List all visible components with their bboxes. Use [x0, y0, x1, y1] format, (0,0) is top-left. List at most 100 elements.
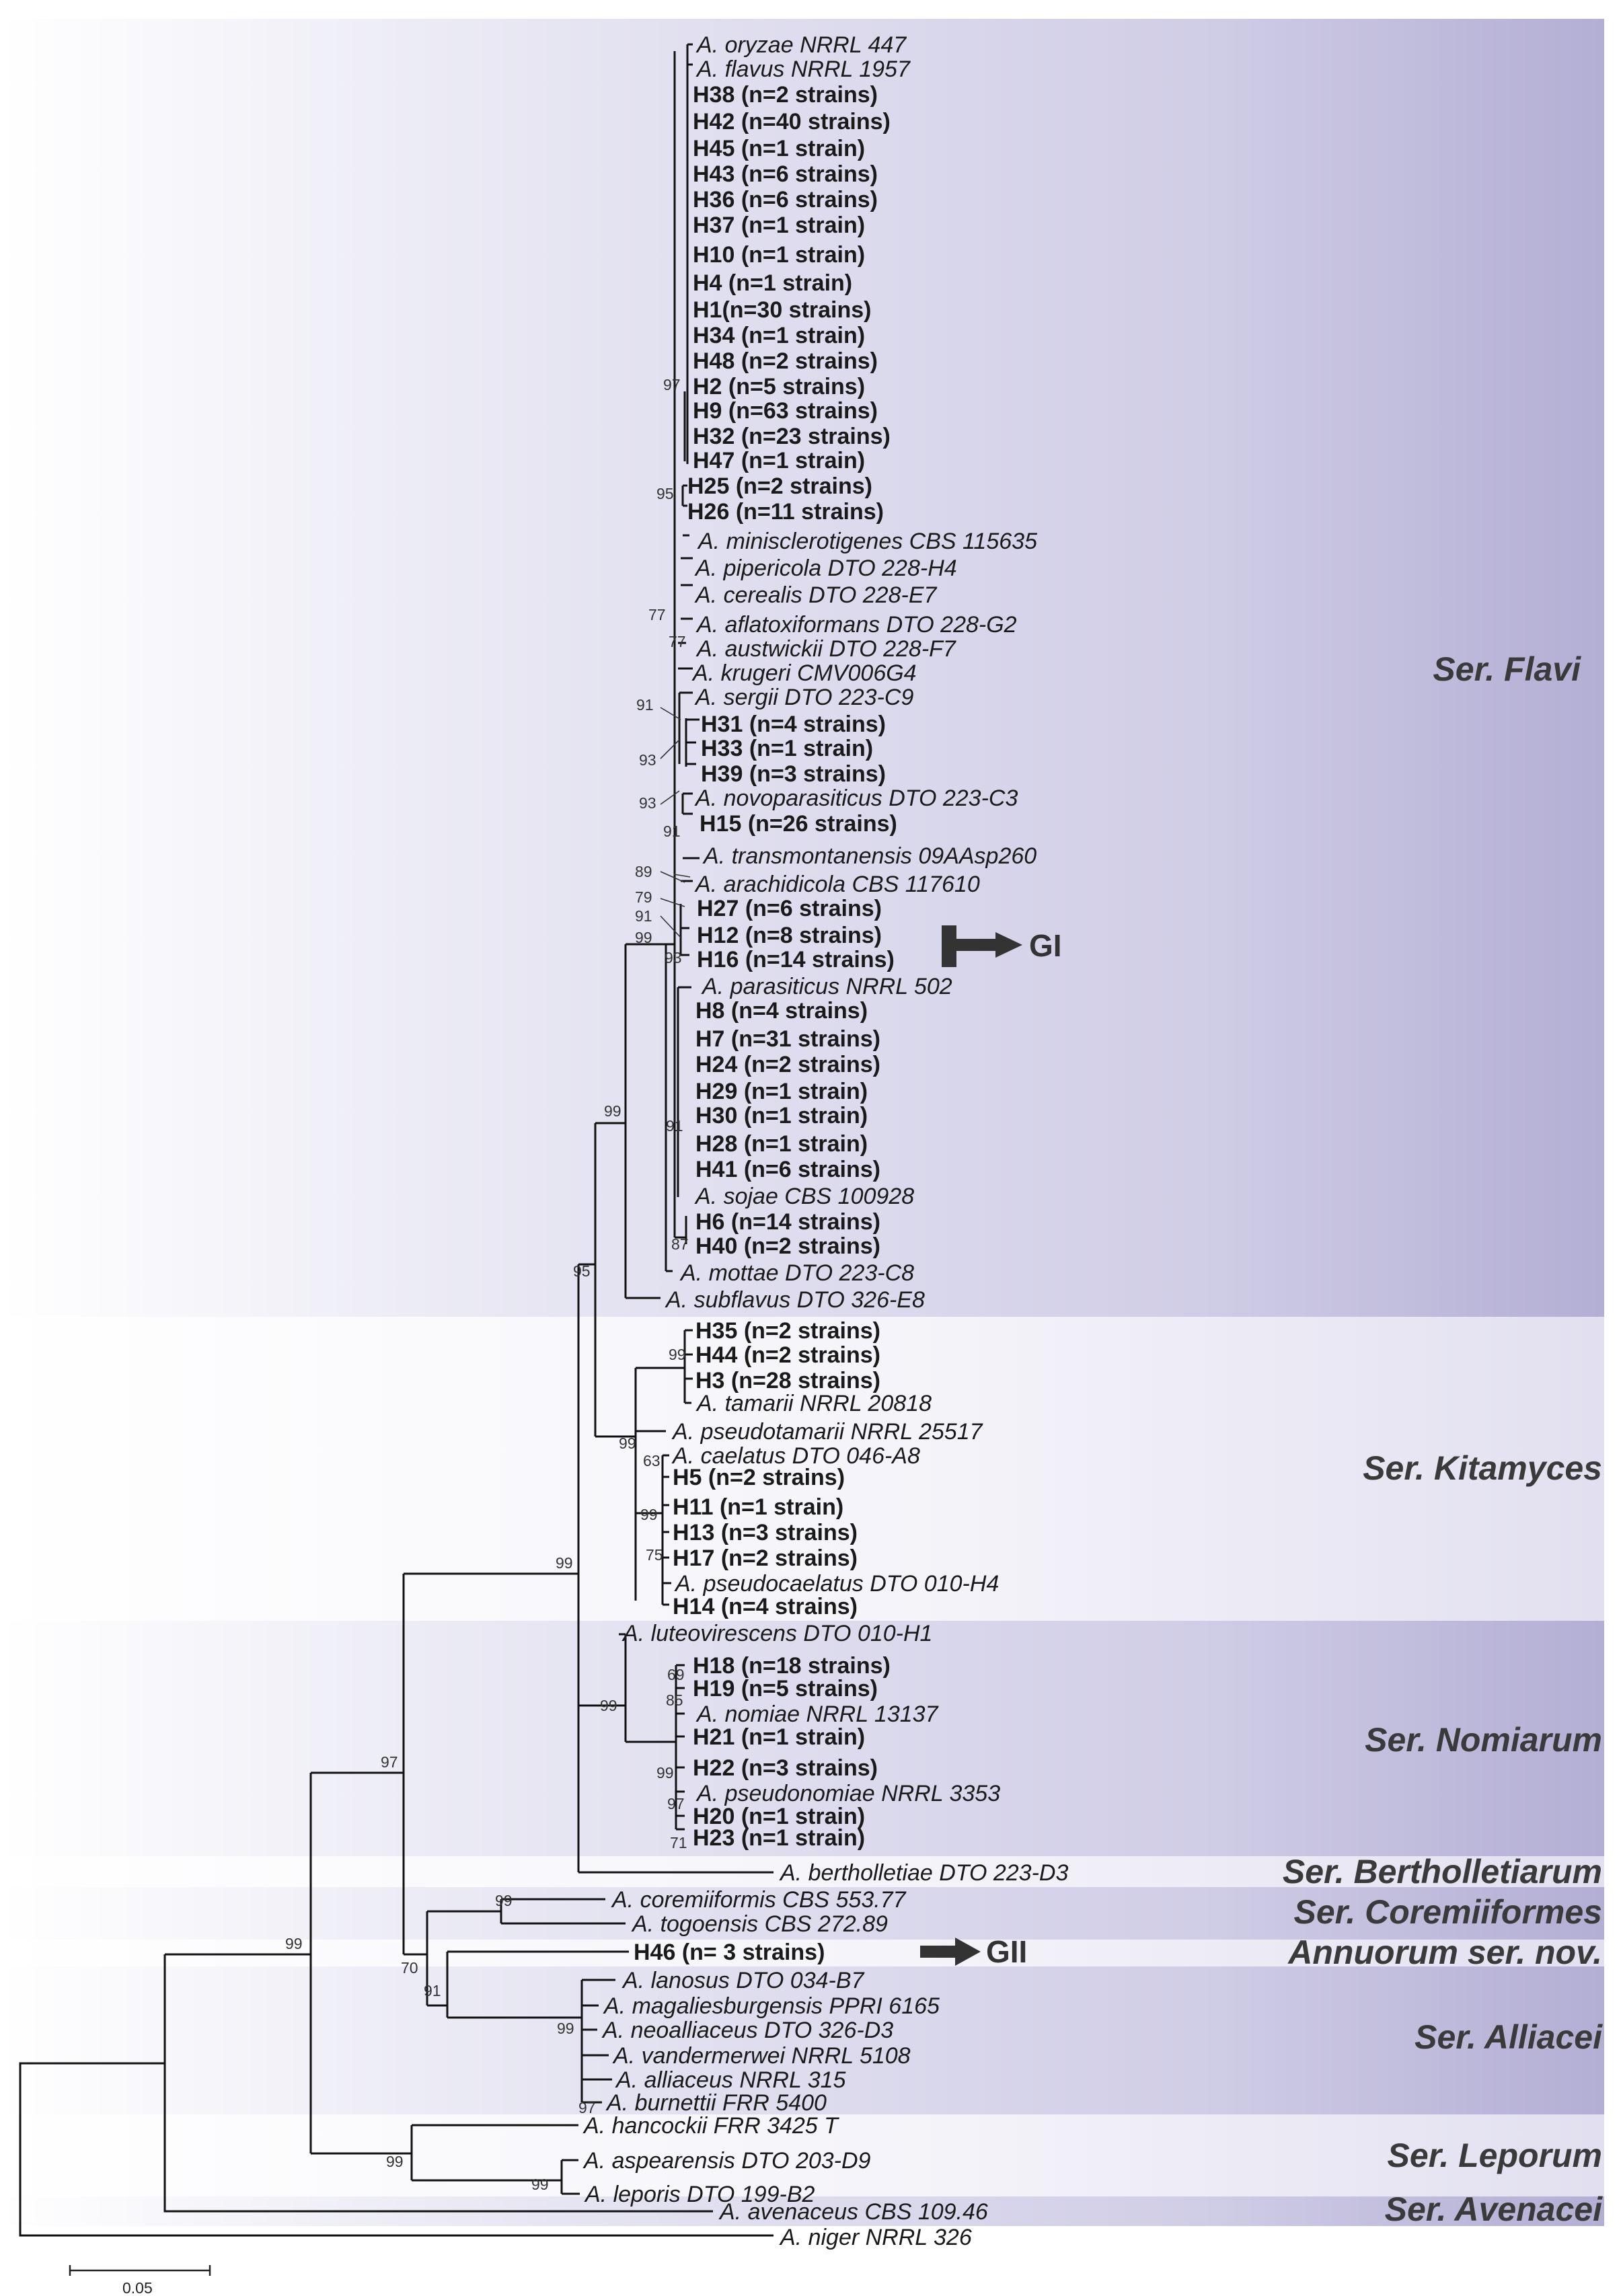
taxon-label: H5 (n=2 strains) [673, 1465, 845, 1490]
taxon-label: A. subflavus DTO 326-E8 [665, 1287, 925, 1313]
taxon-label: H31 (n=4 strains) [701, 712, 886, 737]
bootstrap-value: 77 [648, 606, 666, 623]
clade-band-alliacei [0, 1966, 1604, 2114]
bootstrap-value: 99 [495, 1892, 513, 1909]
clade-label-flavi: Ser. Flavi [1433, 650, 1581, 688]
taxon-label: A. neoalliaceus DTO 326-D3 [601, 2018, 893, 2043]
taxon-label: A. sojae CBS 100928 [694, 1184, 914, 1209]
taxon-label: A. pseudotamarii NRRL 25517 [671, 1419, 983, 1445]
taxon-label: H15 (n=26 strains) [700, 811, 897, 837]
bootstrap-value: 79 [635, 888, 652, 906]
clade-label-kitamyces: Ser. Kitamyces [1363, 1449, 1602, 1487]
clade-band-kitamyces [0, 1317, 1604, 1621]
bootstrap-value: 99 [557, 2020, 574, 2037]
bootstrap-value: 91 [666, 1117, 683, 1135]
taxon-label: H20 (n=1 strain) [693, 1804, 865, 1829]
taxon-label: H21 (n=1 strain) [693, 1724, 865, 1750]
taxon-label: H13 (n=3 strains) [673, 1520, 858, 1545]
bootstrap-value: 71 [670, 1834, 687, 1851]
bootstrap-value: 99 [531, 2176, 549, 2193]
taxon-label: H28 (n=1 strain) [695, 1131, 868, 1157]
taxon-label: A. vandermerwei NRRL 5108 [612, 2043, 911, 2069]
bootstrap-value: 91 [424, 1982, 441, 1999]
taxon-label: A. nomiae NRRL 13137 [695, 1701, 939, 1727]
clade-label-avenacei: Ser. Avenacei [1385, 2190, 1603, 2228]
taxon-label: H1(n=30 strains) [693, 297, 872, 323]
taxon-label: H10 (n=1 strain) [693, 242, 865, 268]
bootstrap-value: 93 [639, 751, 656, 769]
group-label-gii: GII [986, 1934, 1027, 1969]
taxon-label: A. togoensis CBS 272.89 [631, 1911, 888, 1937]
bootstrap-value: 77 [669, 633, 686, 650]
taxon-label: H45 (n=1 strain) [693, 136, 865, 161]
taxon-label: A. oryzae NRRL 447 [695, 32, 907, 58]
gii-marker: GII [920, 1934, 1027, 1969]
taxon-label: H8 (n=4 strains) [695, 998, 868, 1024]
bootstrap-value: 99 [600, 1697, 617, 1714]
taxon-label: H40 (n=2 strains) [695, 1233, 880, 1259]
bootstrap-value: 91 [663, 822, 681, 840]
taxon-label: H14 (n=4 strains) [673, 1594, 858, 1619]
taxon-label: A. avenaceus CBS 109.46 [718, 2199, 988, 2225]
taxon-label: H44 (n=2 strains) [695, 1342, 880, 1368]
taxon-label: H22 (n=3 strains) [693, 1755, 878, 1781]
taxon-label: H30 (n=1 strain) [695, 1103, 868, 1128]
bootstrap-value: 87 [671, 1235, 689, 1253]
taxon-label: A. sergii DTO 223-C9 [694, 685, 913, 710]
clade-band-annuorum [0, 1940, 1604, 1966]
taxon-label: A. lanosus DTO 034-B7 [621, 1968, 865, 1993]
taxon-label: H36 (n=6 strains) [693, 187, 878, 213]
taxon-label: H25 (n=2 strains) [687, 473, 872, 499]
taxon-labels: A. oryzae NRRL 447 A. flavus NRRL 1957 H… [582, 32, 1068, 2250]
taxon-label: A. coremiiformis CBS 553.77 [611, 1887, 907, 1913]
scale-label: 0.05 [122, 2279, 153, 2296]
clade-label-bertholletiarum: Ser. Bertholletiarum [1283, 1853, 1602, 1890]
taxon-label: H29 (n=1 strain) [695, 1079, 868, 1104]
clade-band-flavi [0, 19, 1604, 1317]
bootstrap-value: 91 [635, 907, 652, 925]
clade-label-alliacei: Ser. Alliacei [1415, 2018, 1603, 2056]
bootstrap-value: 97 [663, 376, 681, 393]
taxon-label: H12 (n=8 strains) [697, 923, 882, 948]
clade-band-bertholletiarum [0, 1856, 1604, 1887]
taxon-label: H6 (n=14 strains) [695, 1209, 880, 1235]
taxon-label: A. bertholletiae DTO 223-D3 [779, 1860, 1068, 1886]
taxon-label: A. aflatoxiformans DTO 228-G2 [695, 612, 1017, 638]
taxon-label: H17 (n=2 strains) [673, 1545, 858, 1571]
bootstrap-value: 89 [635, 863, 652, 880]
bootstrap-value: 99 [619, 1434, 636, 1452]
bootstrap-value: 99 [635, 929, 652, 946]
bootstrap-value: 99 [669, 1346, 686, 1363]
clade-label-nomiarum: Ser. Nomiarum [1365, 1721, 1602, 1759]
taxon-label: A. pipericola DTO 228-H4 [694, 556, 957, 581]
taxon-label: H19 (n=5 strains) [693, 1676, 878, 1701]
taxon-label: H24 (n=2 strains) [695, 1052, 880, 1077]
taxon-label: A. leporis DTO 199-B2 [584, 2182, 815, 2207]
bootstrap-value: 99 [556, 1554, 573, 1572]
clade-label-coremiiformes: Ser. Coremiiformes [1293, 1893, 1602, 1931]
clade-label-annuorum: Annuorum ser. nov. [1287, 1934, 1602, 1971]
bootstrap-value: 70 [401, 1959, 418, 1977]
clade-label-leporum: Ser. Leporum [1387, 2137, 1602, 2174]
taxon-label: A. niger NRRL 326 [779, 2225, 972, 2250]
scale-bar: 0.05 [69, 2265, 211, 2296]
bootstrap-value: 97 [381, 1753, 398, 1771]
taxon-label: A. pseudonomiae NRRL 3353 [695, 1781, 1000, 1806]
taxon-label: A. cerealis DTO 228-E7 [694, 582, 938, 608]
taxon-label: A. hancockii FRR 3425 T [582, 2113, 839, 2139]
taxon-label: H47 (n=1 strain) [693, 448, 865, 473]
taxon-label: H4 (n=1 strain) [693, 270, 852, 296]
bootstrap-value: 99 [656, 1764, 674, 1782]
taxon-label: H42 (n=40 strains) [693, 109, 891, 135]
bootstrap-value: 85 [666, 1691, 683, 1709]
bootstrap-value: 99 [386, 2153, 404, 2170]
bootstrap-value: 99 [285, 1935, 303, 1952]
taxon-label: A. aspearensis DTO 203-D9 [582, 2148, 871, 2174]
taxon-label: A. magaliesburgensis PPRI 6165 [603, 1993, 940, 2019]
taxon-label: A. krugeri CMV006G4 [691, 660, 917, 686]
taxon-label: A. minisclerotigenes CBS 115635 [697, 529, 1037, 554]
clade-band-coremiiformes [0, 1887, 1604, 1940]
bootstrap-value: 63 [643, 1452, 661, 1469]
bootstrap-value: 91 [636, 696, 654, 714]
